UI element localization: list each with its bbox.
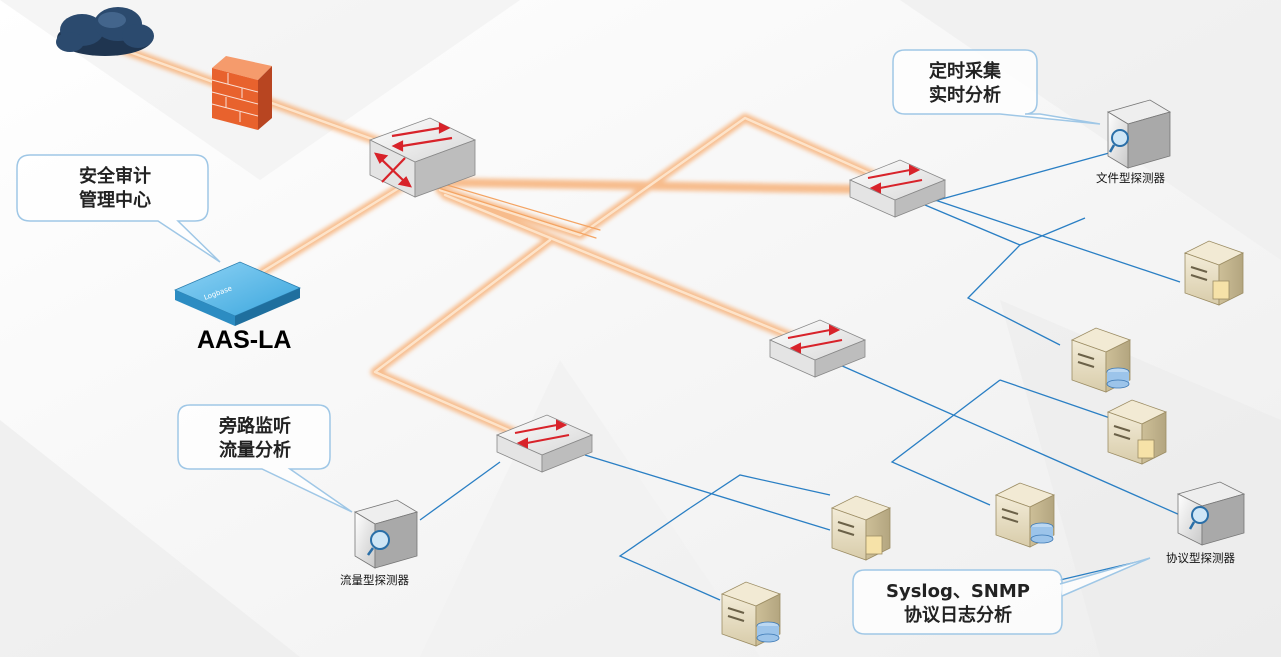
callout-syslog-text: Syslog、SNMP 协议日志分析	[886, 581, 1030, 626]
callout-traffic-probe-text: 旁路监听 流量分析	[219, 416, 291, 461]
lan-links	[419, 149, 1181, 601]
file-probe-label: 文件型探测器	[1096, 171, 1165, 185]
file-probe-icon	[1107, 99, 1171, 169]
internet-cloud-icon	[56, 7, 154, 56]
callout-audit-center	[16, 154, 221, 263]
callout-audit-center-text: 安全审计 管理中心	[79, 166, 151, 211]
switch-bottom-icon	[495, 414, 594, 473]
switch-middle-right-icon	[768, 319, 867, 378]
logbase-appliance-icon	[173, 261, 302, 326]
firewall-icon	[211, 56, 272, 130]
bg-facet	[420, 360, 760, 657]
switch-top-right-icon	[848, 159, 947, 218]
traffic-probe-icon	[354, 499, 418, 569]
protocol-probe-label: 协议型探测器	[1166, 551, 1235, 565]
server-db-icon-2	[994, 482, 1056, 548]
server-file-icon-2	[1106, 399, 1168, 465]
core-router-icon	[368, 117, 477, 198]
traffic-probe-label: 流量型探测器	[340, 573, 409, 587]
bg-facet	[0, 420, 300, 657]
protocol-probe-icon	[1176, 481, 1246, 546]
server-file-icon-1	[1183, 240, 1245, 306]
server-db-icon-3	[720, 581, 782, 647]
callout-traffic-probe	[177, 404, 353, 513]
server-db-icon-1	[1070, 327, 1132, 393]
bg-facet	[1000, 300, 1281, 657]
backbone-links	[105, 40, 905, 440]
callout-syslog	[852, 557, 1151, 635]
callout-file-probe-text: 定时采集 实时分析	[929, 61, 1001, 106]
callout-file-probe	[892, 49, 1101, 125]
aas-la-label: AAS-LA	[197, 326, 292, 354]
server-file-icon-3	[830, 495, 892, 561]
